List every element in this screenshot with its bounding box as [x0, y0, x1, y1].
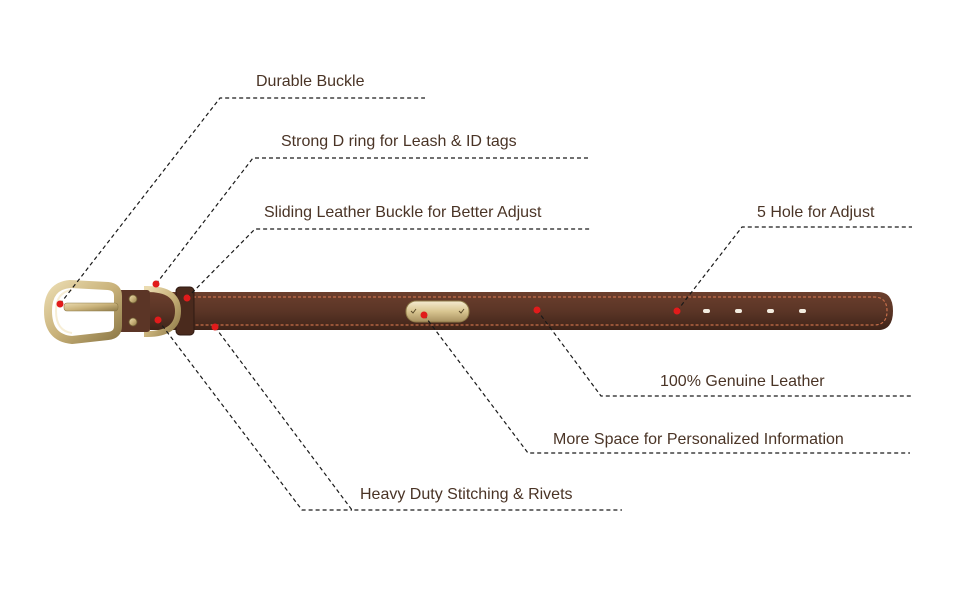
rivet [128, 294, 138, 304]
callout-lines [59, 97, 912, 511]
leader-holes [676, 226, 912, 312]
label-genuine-leather: 100% Genuine Leather [660, 373, 825, 390]
buckle [44, 280, 122, 344]
collar-stitching [188, 296, 888, 326]
adjust-holes [703, 309, 806, 313]
name-plate-rivet [458, 308, 465, 314]
leader-sliding-buckle [186, 228, 590, 299]
label-sliding-buckle: Sliding Leather Buckle for Better Adjust [264, 204, 542, 221]
callout-markers [56, 280, 681, 331]
leader-personalized [423, 314, 910, 454]
rivet [128, 317, 138, 327]
buckle-frame-inner [54, 289, 73, 334]
d-ring-strap [118, 290, 150, 332]
leader-stitching-b [157, 319, 352, 511]
label-d-ring: Strong D ring for Leash & ID tags [281, 133, 517, 150]
leader-durable-buckle [59, 97, 425, 305]
d-ring [144, 285, 182, 338]
label-durable-buckle: Durable Buckle [256, 73, 365, 90]
label-stitching: Heavy Duty Stitching & Rivets [360, 486, 573, 503]
name-plate-rivet [410, 308, 417, 314]
label-holes: 5 Hole for Adjust [757, 204, 875, 221]
collar-strap [120, 292, 893, 330]
leader-stitching-a [214, 326, 622, 511]
buckle-bar [63, 302, 119, 312]
label-personalized-space: More Space for Personalized Information [553, 431, 844, 448]
leader-genuine-leather [536, 309, 912, 397]
